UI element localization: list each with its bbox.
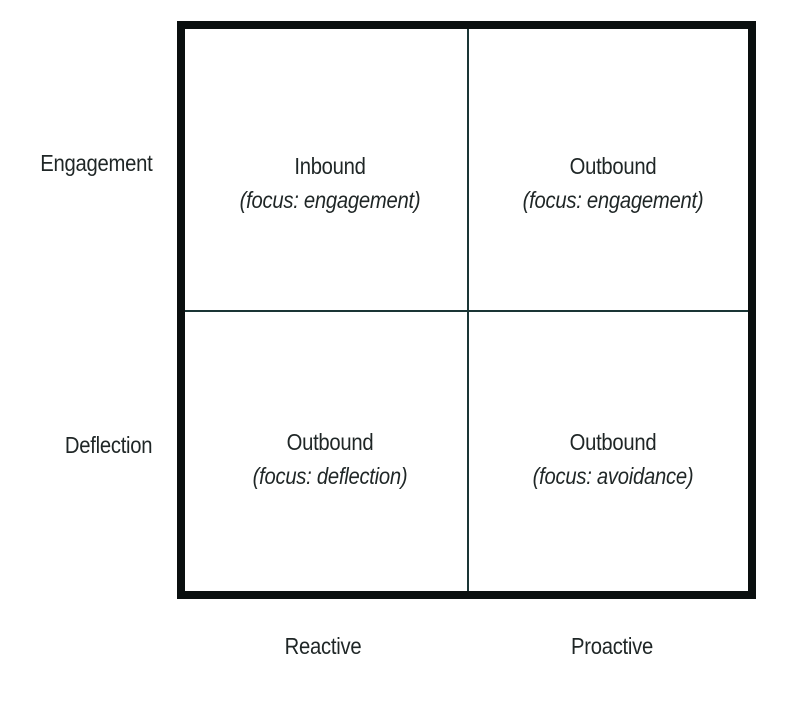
quadrant-focus: (focus: avoidance): [532, 463, 694, 489]
quadrant-bottom-right: Outbound (focus: avoidance): [522, 425, 705, 493]
quadrant-focus: (focus: deflection): [252, 463, 408, 489]
quadrant-focus: (focus: engagement): [239, 187, 421, 213]
quadrant-top-left: Inbound (focus: engagement): [227, 149, 432, 217]
horizontal-divider: [185, 310, 748, 312]
quadrant-title: Outbound: [569, 429, 657, 455]
x-axis-label-reactive: Reactive: [284, 633, 362, 659]
quadrant-focus: (focus: engagement): [522, 187, 704, 213]
y-axis-label-deflection: Deflection: [64, 432, 153, 458]
x-axis-label-proactive: Proactive: [570, 633, 654, 659]
quadrant-title: Outbound: [569, 153, 657, 179]
quadrant-matrix: Inbound (focus: engagement) Outbound (fo…: [177, 21, 756, 599]
y-axis-label-engagement: Engagement: [39, 150, 152, 176]
quadrant-title: Inbound: [294, 153, 366, 179]
quadrant-title: Outbound: [286, 429, 374, 455]
quadrant-top-right: Outbound (focus: engagement): [510, 149, 715, 217]
quadrant-bottom-left: Outbound (focus: deflection): [242, 425, 418, 493]
